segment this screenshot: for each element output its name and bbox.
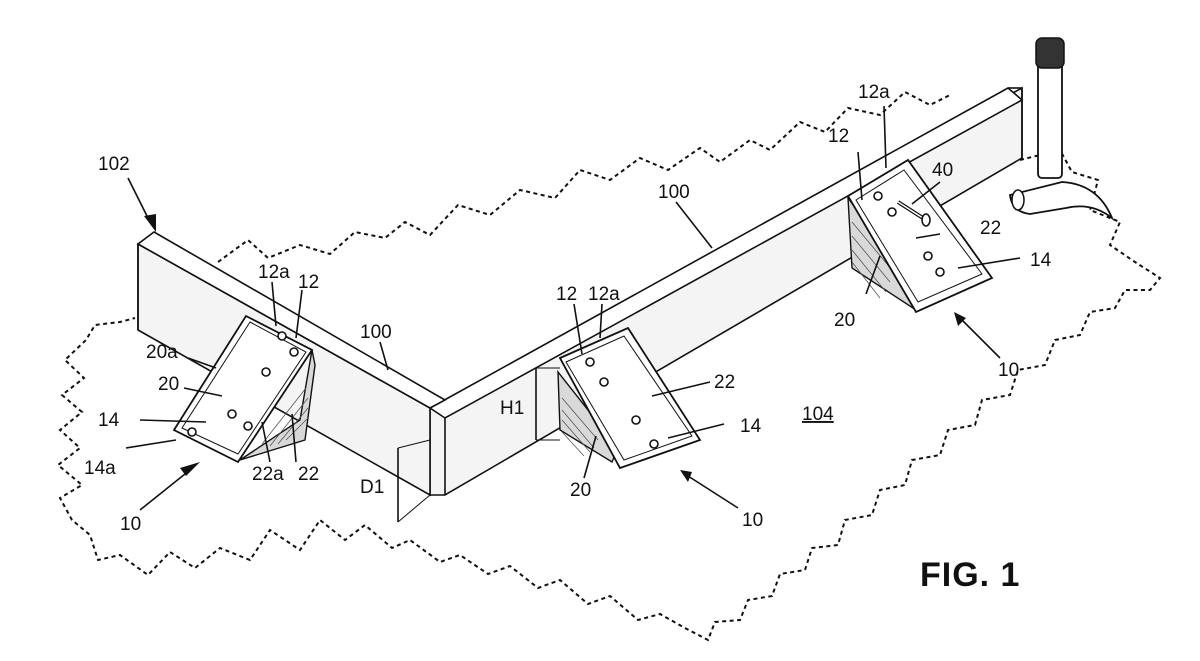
label-102: 102 [98,154,130,175]
label-20-right: 20 [834,310,855,331]
label-14-left: 14 [98,410,120,431]
label-d1: D1 [360,477,384,498]
label-12a-right: 12a [858,82,890,103]
mounting-bracket-icon [846,158,994,314]
label-12-right: 12 [828,126,849,147]
label-10-left: 10 [120,514,141,535]
mounting-bracket-icon [557,326,702,470]
figure-title: FIG. 1 [920,556,1020,594]
label-104: 104 [802,404,834,425]
label-22-left: 22 [298,464,319,485]
label-h1: H1 [500,398,524,419]
label-20-middle: 20 [570,480,591,501]
board-left-top [136,231,447,409]
hammer-icon [1009,37,1115,221]
label-10-middle: 10 [742,510,763,531]
ground-outline [56,90,1162,642]
label-12-middle: 12 [556,284,577,305]
label-12a-left: 12a [258,262,290,283]
label-14-middle: 14 [740,416,762,437]
label-40-right: 40 [932,160,953,181]
label-20a-left: 20a [146,342,178,363]
nail-icon [896,200,931,227]
label-14-right: 14 [1030,250,1052,271]
label-100-left: 100 [360,322,392,343]
label-20-left: 20 [158,374,179,395]
label-14a-left: 14a [84,458,116,479]
label-12-left: 12 [298,272,319,293]
label-22a-left: 22a [252,464,284,485]
label-12a-middle: 12a [588,284,620,305]
label-22-middle: 22 [714,372,735,393]
label-22-right: 22 [980,218,1001,239]
mounting-bracket-icon [172,314,316,464]
label-100-right: 100 [658,182,690,203]
leader-lines [125,105,1021,511]
label-10-right: 10 [998,360,1019,381]
